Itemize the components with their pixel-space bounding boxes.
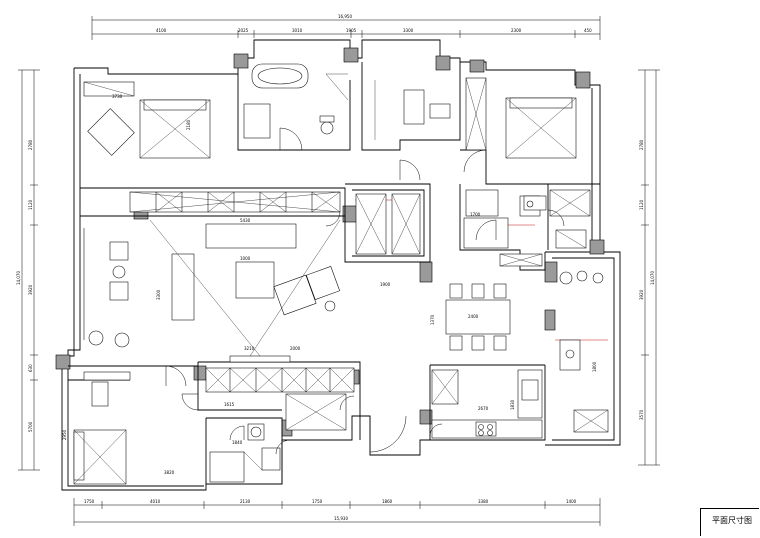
right-dim-2: 1120 [639,199,644,210]
living-width: 5430 [240,218,251,223]
bottom-dim-3: 2130 [240,499,251,504]
left-dim-1: 2780 [28,139,33,150]
living-room: 5430 3210 1000 3300 [149,218,341,363]
dining-height: 1370 [430,314,435,325]
bottom-overall-dim: 15,930 [334,516,348,521]
kitchen: 2670 1830 [431,369,543,439]
left-dim-4: 630 [28,364,33,372]
kitchen-height: 1830 [510,399,515,410]
bath-width: 1840 [232,440,243,445]
right-dim-1: 2780 [639,139,644,150]
right-dim-3: 3920 [639,289,644,300]
top-dim-3: 3010 [292,28,303,33]
master-bathroom [243,63,349,139]
bottom-dim-4: 1750 [312,499,323,504]
lower-left-bedroom: 3820 2950 [62,371,175,485]
left-overall-dim: 14,070 [16,271,21,285]
wardrobe-dim: 1615 [224,402,235,407]
lower-bathroom: 1840 [209,423,281,483]
coffee-table-dim: 1000 [240,256,251,261]
drawing-title: 平面尺寸图 [712,516,752,525]
inner-dims: 1900 2000 1615 1700 [224,212,481,407]
left-balcony [83,228,130,348]
bed3-width: 3820 [164,470,175,475]
doors [165,127,565,455]
bottom-dim-6: 3380 [478,499,489,504]
bottom-dim-1: 1750 [84,499,95,504]
bottom-dim-2: 4010 [150,499,161,504]
kitchen-side-rooms [463,189,587,249]
exterior-walls [61,39,621,491]
top-dim-4: 1905 [346,28,357,33]
corridor-dim: 2000 [290,346,301,351]
left-dim-5: 5700 [28,421,33,432]
entry-dim: 1900 [380,282,391,287]
kitchen-width: 2670 [478,406,489,411]
top-dim-1: 4100 [156,28,167,33]
top-dimension-chain: 16,950 4100 2025 3010 1905 3300 2300 450 [91,14,601,40]
left-dim-3: 3920 [28,284,33,295]
balcony-dim: 1800 [592,361,597,372]
top-dim-7: 450 [584,28,592,33]
dining-width: 2400 [468,314,479,319]
right-dimension-chain: 2780 1120 3920 3570 14,070 [638,69,660,466]
top-overall-dim: 16,950 [338,14,352,19]
wardrobes [83,77,609,433]
title-block [700,508,759,536]
master-bed-width: 3730 [112,94,123,99]
right-overall-dim: 14,070 [650,271,655,285]
master-bedroom: 3730 2180 [87,94,211,159]
bottom-dim-7: 1400 [566,499,577,504]
right-balcony: 1800 [559,270,604,372]
left-dim-2: 1120 [28,199,33,210]
top-dim-6: 2300 [511,28,522,33]
top-dim-5: 3300 [403,28,414,33]
bed2-width: 1700 [470,212,481,217]
living-tv-dim: 3210 [244,346,255,351]
bottom-dimension-chain: 1750 4010 2130 1750 1860 3380 1400 15,93… [73,498,601,526]
right-dim-4: 3570 [639,409,644,420]
bottom-dim-5: 1860 [382,499,393,504]
living-height: 3300 [156,289,161,300]
master-bed-height: 2180 [186,119,191,130]
study-room [374,80,451,140]
dining-area: 2400 1370 [430,283,511,351]
left-dimension-chain: 2780 1120 3920 630 5700 14,070 [16,69,40,471]
bed3-height: 2950 [62,429,67,440]
top-dim-2: 2025 [238,28,249,33]
